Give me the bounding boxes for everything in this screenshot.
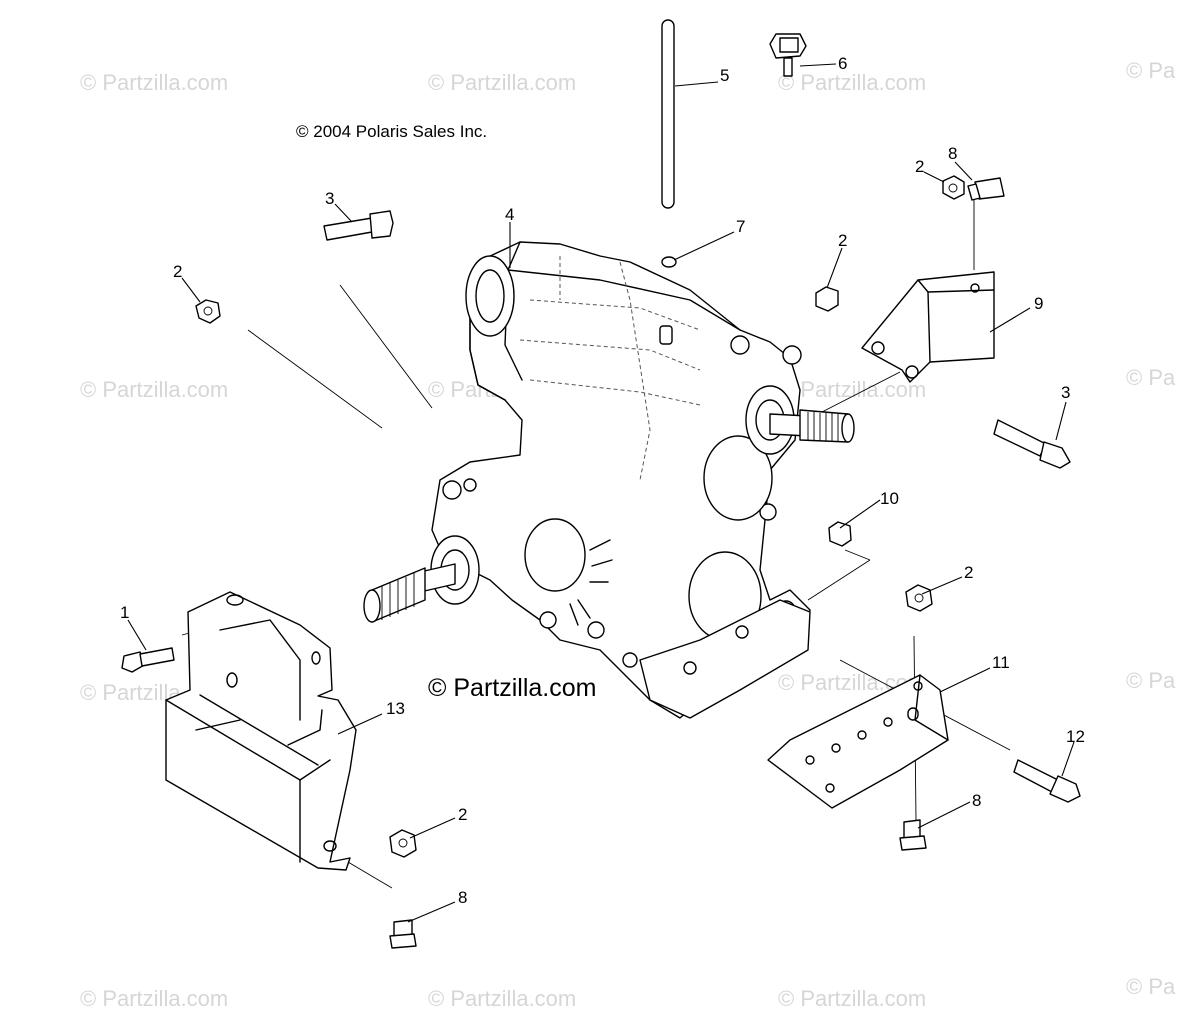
watermark: © Partzilla.com <box>778 70 926 95</box>
callout-label: 2 <box>458 805 467 824</box>
part-8-bolt-upper-right <box>967 177 1005 201</box>
part-2-nut-right-middle <box>905 584 933 612</box>
callout-label: 2 <box>915 157 924 176</box>
watermark: © Pa <box>1126 668 1176 693</box>
part-9-bracket <box>861 271 995 383</box>
watermark: © Partzilla.com <box>80 70 228 95</box>
part-12-bolt <box>1013 759 1081 803</box>
callout-label: 1 <box>120 603 129 622</box>
watermark: © Partzilla.com <box>80 377 228 402</box>
watermark: © Pa <box>1126 974 1176 999</box>
watermark: © Partzilla.com <box>80 986 228 1011</box>
part-3-bolt-left <box>323 210 394 241</box>
copyright-notice: © 2004 Polaris Sales Inc. <box>296 122 487 141</box>
watermark: © Partzilla.com <box>778 377 926 402</box>
watermark: © Partzilla.com <box>428 986 576 1011</box>
callout-label: 2 <box>964 563 973 582</box>
part-2-nut-upper-left <box>195 299 221 324</box>
transmission-assembly <box>363 241 855 719</box>
part-6-clip <box>769 33 807 77</box>
callout-label: 11 <box>992 653 1010 672</box>
part-8-bolt-lower-left <box>389 919 417 949</box>
part-5-rod <box>661 19 675 209</box>
leader-lines <box>127 63 1075 923</box>
callout-label: 3 <box>1061 383 1070 402</box>
callout-label: 13 <box>386 699 405 718</box>
callout-label: 2 <box>173 262 182 281</box>
watermark: © Partzilla.com <box>428 70 576 95</box>
callout-label: 8 <box>458 888 467 907</box>
brand-watermark: © Partzilla.com <box>428 674 596 702</box>
watermark: © Pa <box>1126 365 1176 390</box>
part-13-bracket <box>165 591 357 871</box>
callout-label: 8 <box>948 144 957 163</box>
part-11-bracket <box>767 674 949 809</box>
part-7-plug <box>661 256 677 268</box>
callout-label: 8 <box>972 791 981 810</box>
part-3-bolt-right <box>993 419 1071 469</box>
part-1-bolt <box>121 647 175 673</box>
callout-label: 4 <box>505 205 514 224</box>
callout-label: 5 <box>720 66 729 85</box>
part-2-nut-upper-middle <box>815 286 839 312</box>
part-8-bolt-lower-right <box>899 819 927 851</box>
callout-label: 7 <box>736 217 745 236</box>
callout-label: 3 <box>325 189 334 208</box>
part-2-nut-upper-right <box>942 175 965 200</box>
watermark: © Pa <box>1126 58 1176 83</box>
watermark: © Partzilla.com <box>778 986 926 1011</box>
callout-label: 12 <box>1066 727 1085 746</box>
callout-label: 2 <box>838 231 847 250</box>
callout-label: 9 <box>1034 294 1043 313</box>
callout-label: 6 <box>838 54 847 73</box>
callout-label: 10 <box>880 489 899 508</box>
callout-labels: 5 6 7 4 3 2 2 2 8 9 3 10 2 11 12 8 1 13 … <box>120 54 1085 907</box>
watermark-layer: © Partzilla.com © Partzilla.com © Partzi… <box>80 58 1176 1011</box>
part-2-nut-lower <box>389 829 417 858</box>
part-10-nut <box>828 521 852 547</box>
